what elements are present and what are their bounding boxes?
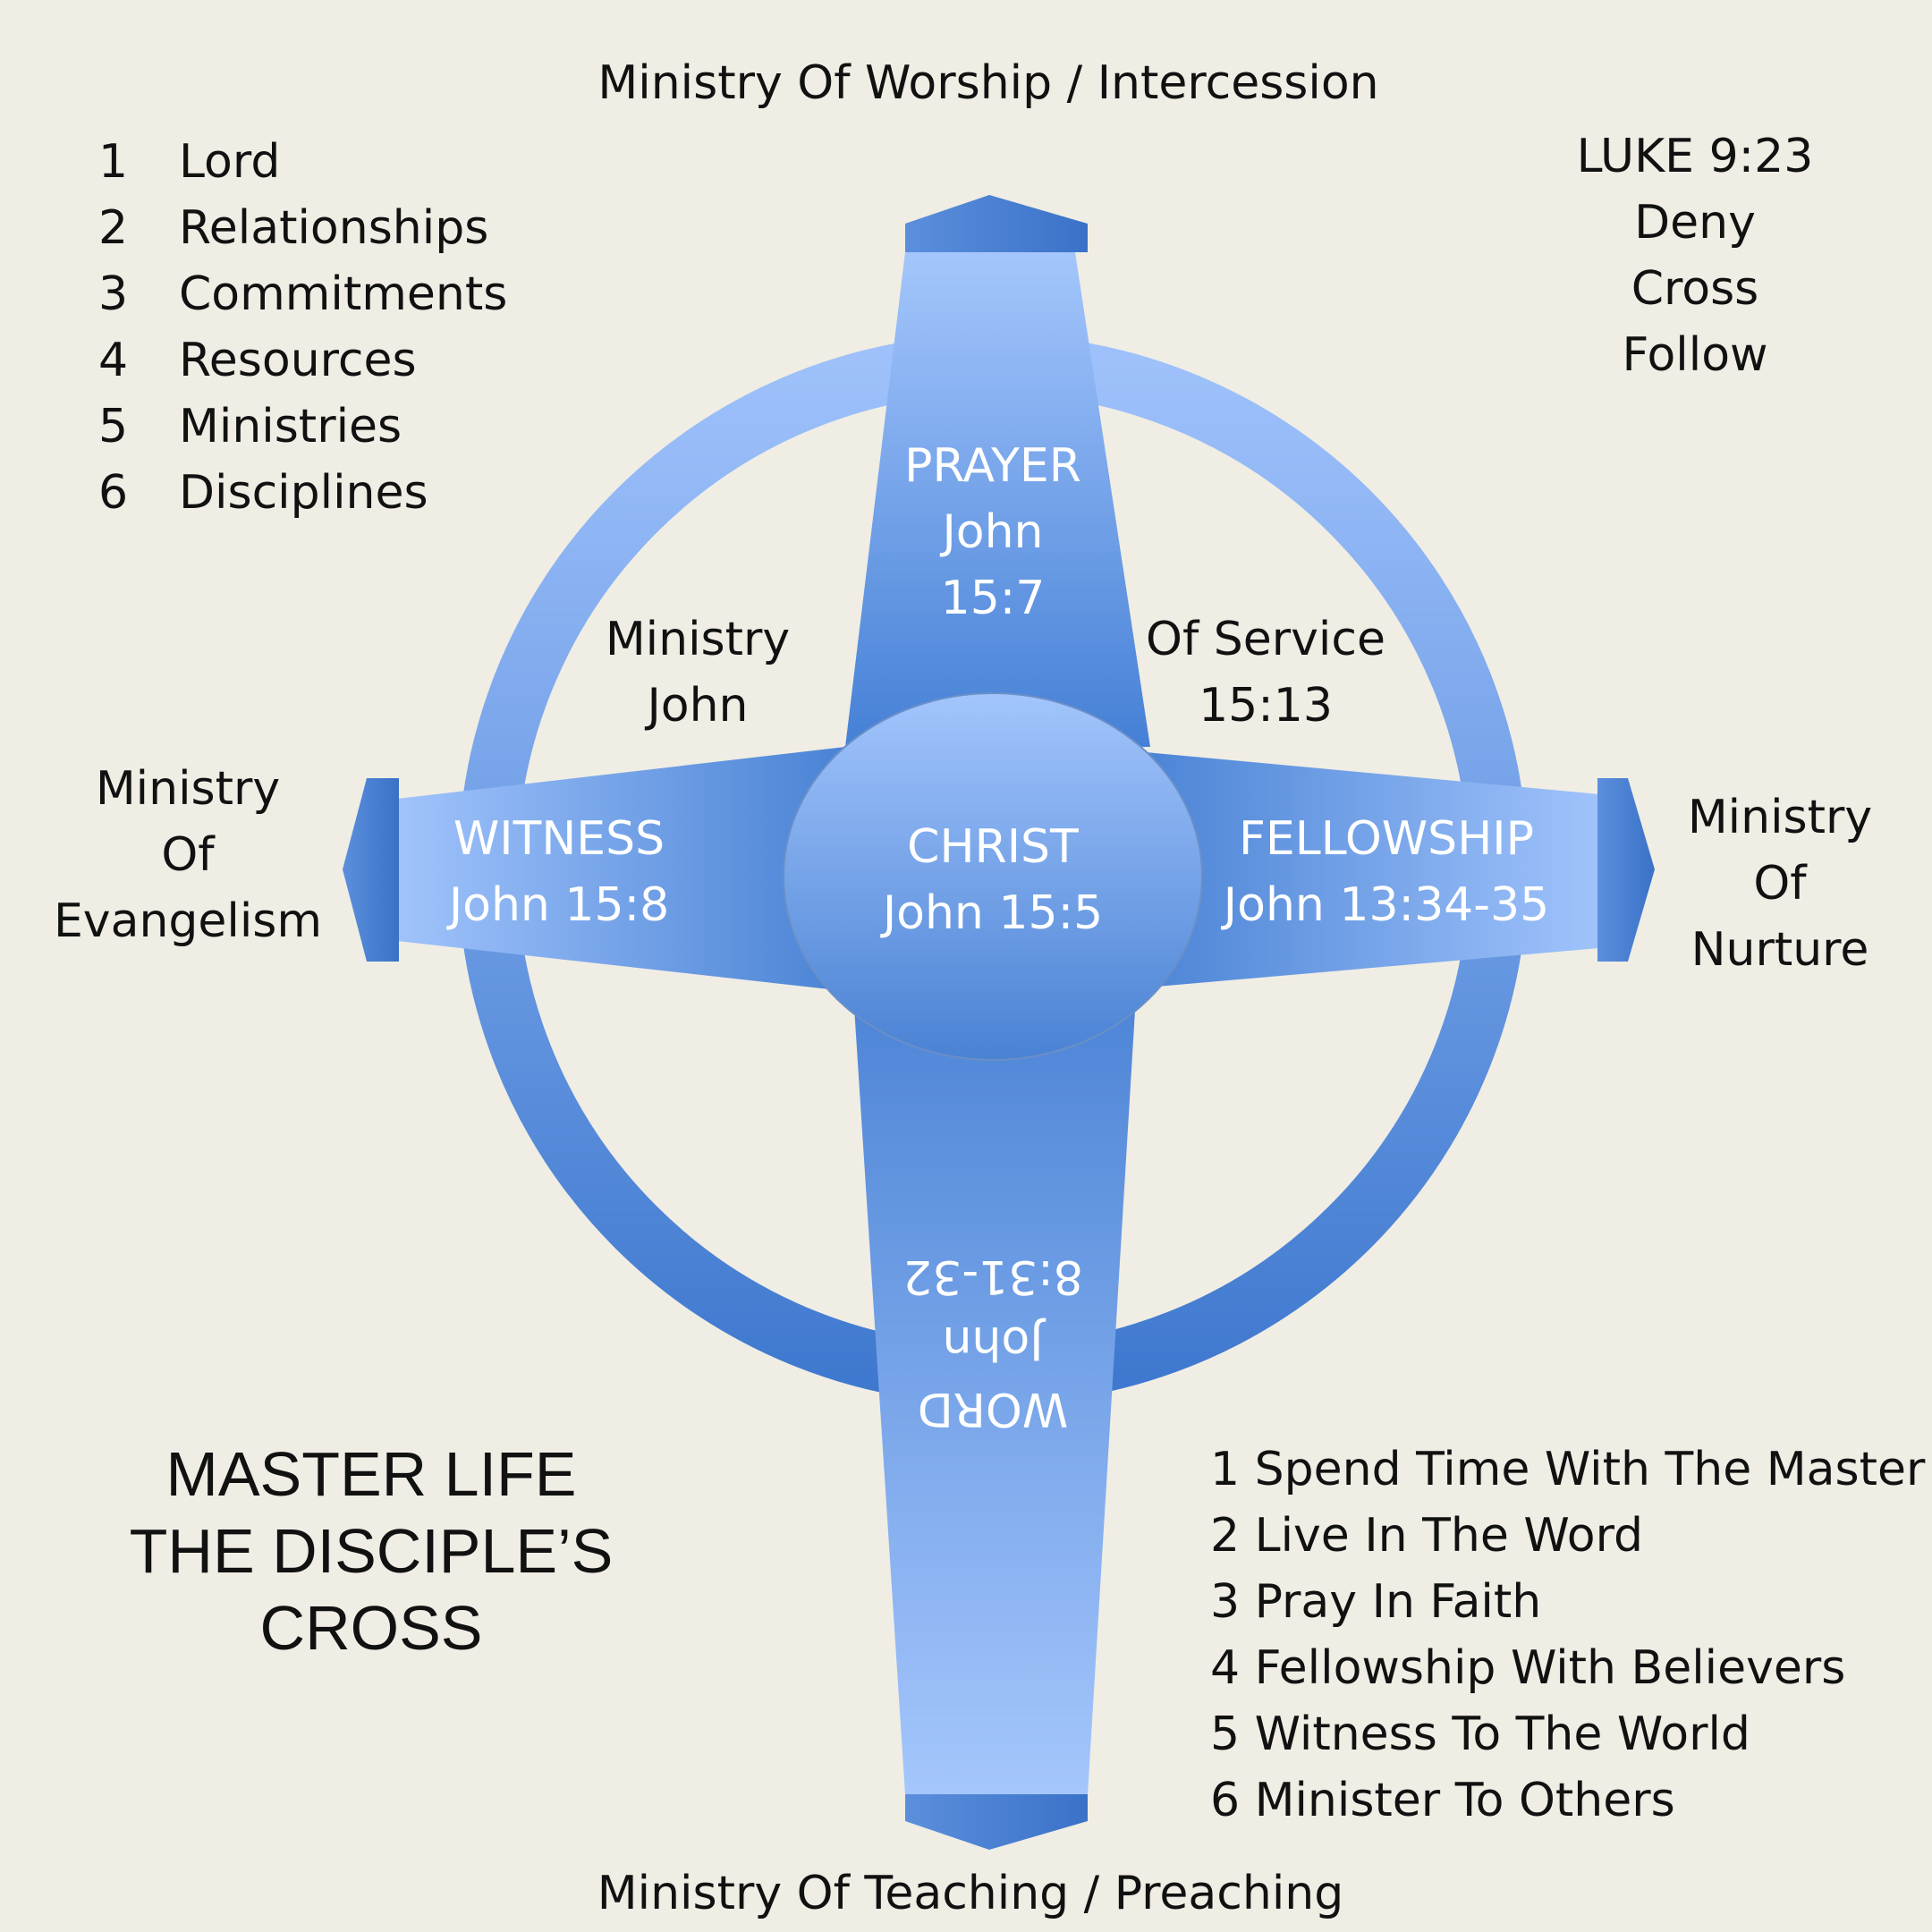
page-title: MASTER LIFE THE DISCIPLE’S CROSS [129, 1439, 614, 1663]
word-arm [852, 966, 1138, 1794]
prayer-label: PRAYER John 15:7 [904, 439, 1081, 625]
top-ministry-label: Ministry Of Worship / Intercession [597, 56, 1379, 110]
christ-center [783, 692, 1203, 1061]
service-label-right: Of Service 15:13 [1146, 613, 1385, 733]
right-ministry-label: Ministry Of Nurture [1687, 791, 1873, 977]
bottom-arrow-cap [905, 1794, 1088, 1850]
service-label-left: Ministry John [605, 613, 791, 733]
prayer-arm [845, 252, 1150, 747]
list-item: 5 Witness To The World [1210, 1707, 1750, 1761]
list-item: 3 Pray In Faith [1210, 1575, 1542, 1629]
word-label: WORD John 8:31-32 [902, 1250, 1083, 1436]
left-arrow-cap [343, 778, 399, 962]
list-item: 1 Spend Time With The Master [1210, 1443, 1926, 1496]
bottom-ministry-label: Ministry Of Teaching / Preaching [597, 1867, 1344, 1920]
witness-arm [397, 747, 845, 991]
right-arrow-cap [1597, 778, 1655, 962]
left-ministry-label: Ministry Of Evangelism [53, 762, 323, 948]
top-arrow-cap [905, 195, 1088, 252]
list-item: 4 Fellowship With Believers [1210, 1641, 1846, 1695]
christ-label: CHRIST John 15:5 [882, 820, 1104, 940]
disciplines-list: 1 Spend Time With The Master 2 Live In T… [1210, 1436, 1925, 1834]
luke-verse-block: LUKE 9:23 Deny Cross Follow [1576, 130, 1814, 382]
list-item: 2 Live In The Word [1210, 1509, 1644, 1563]
fellowship-label: FELLOWSHIP John 13:34-35 [1223, 812, 1550, 932]
witness-label: WITNESS John 15:8 [448, 812, 670, 932]
list-item: 6 Minister To Others [1210, 1774, 1675, 1827]
fellowship-arm [1136, 751, 1599, 988]
